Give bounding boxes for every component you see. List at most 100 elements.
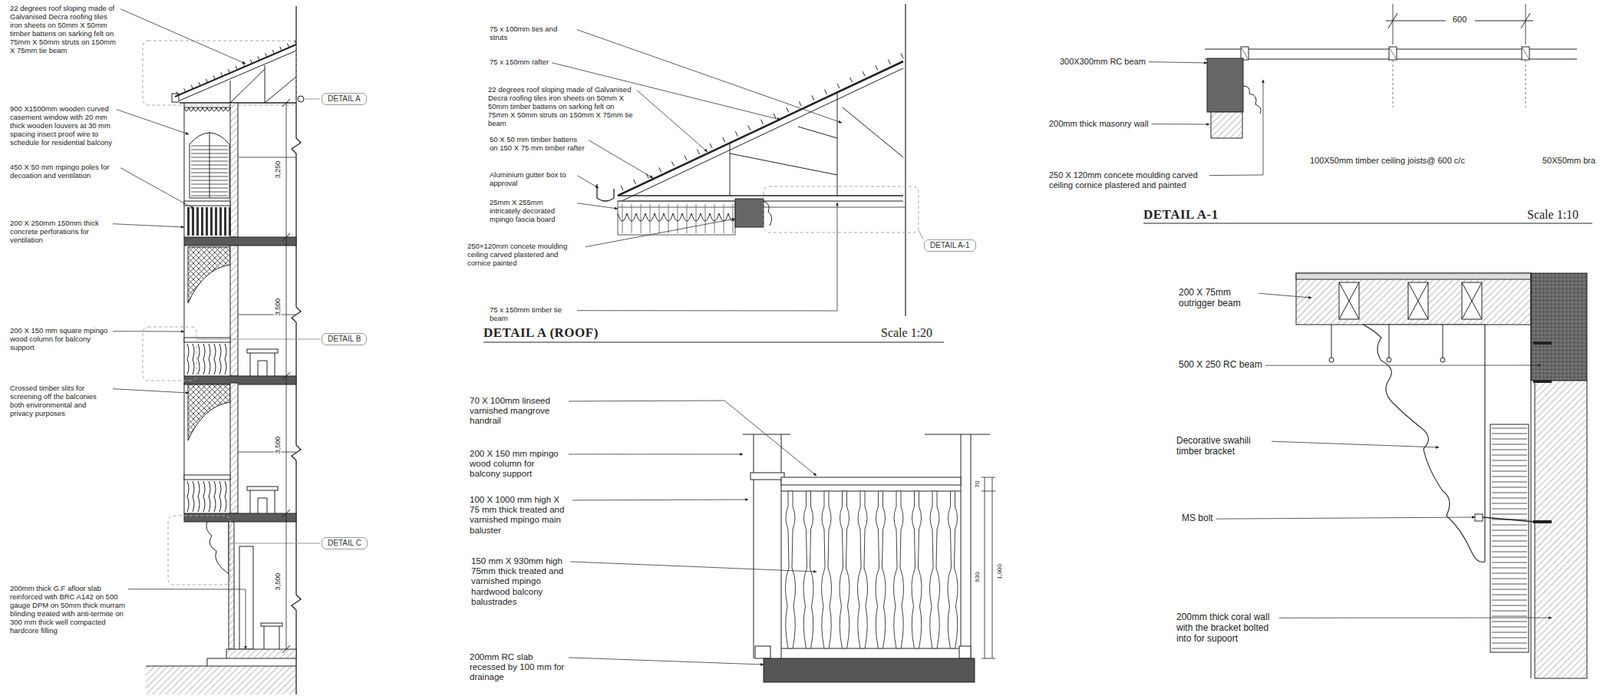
dimension: 3,250: [273, 160, 282, 180]
balustrade: [929, 491, 940, 649]
leader-line: [128, 589, 246, 650]
stair-tread: [1491, 562, 1528, 564]
table-leg: [263, 626, 265, 650]
dimension-tick: [282, 372, 291, 380]
roof-tile: [198, 82, 201, 86]
callout-note: 200 X 150 mm square mpingo wood column f…: [9, 326, 110, 353]
break-line: [291, 6, 301, 695]
baluster: [214, 343, 216, 375]
stair-tread: [1491, 487, 1528, 489]
mullion: [209, 131, 211, 198]
strut: [842, 107, 904, 158]
leader-line: [1265, 365, 1541, 367]
table: [260, 623, 283, 627]
truss: [264, 76, 297, 103]
stair-tread: [1491, 626, 1528, 628]
fascia-pole: [714, 204, 716, 234]
leader-line: [577, 175, 599, 189]
dimension: 3,500: [273, 297, 282, 317]
leader-line: [112, 224, 185, 228]
timber-cross: [1408, 282, 1429, 320]
masonry-wall: [1210, 112, 1243, 139]
stair-tread: [1491, 471, 1528, 472]
roof-tile: [191, 85, 193, 90]
wall-line: [184, 382, 185, 514]
title-underline: [1143, 223, 1593, 225]
bolt: [1533, 520, 1552, 524]
baluster: [192, 343, 195, 375]
stair-tread: [1491, 594, 1528, 596]
fascia-pole: [723, 204, 725, 234]
tag-line: [918, 230, 924, 240]
post-base: [959, 646, 971, 659]
roof-tile: [748, 125, 751, 130]
baluster: [187, 207, 190, 236]
balustrade: [857, 491, 868, 649]
baluster: [203, 343, 205, 375]
leader-line: [1279, 617, 1552, 619]
hanger-end: [1386, 357, 1392, 363]
truss: [230, 69, 265, 103]
roof-tile: [265, 52, 268, 57]
leader-line: [116, 109, 189, 135]
table-leg: [279, 626, 281, 650]
roof-tile: [735, 131, 738, 136]
timber-cross: [1461, 282, 1482, 320]
scale-note: Scale 1:10: [1527, 207, 1579, 222]
roof-tile: [272, 49, 274, 54]
detail-marker: [297, 95, 304, 103]
fascia-pole: [640, 204, 642, 234]
illustration: [142, 3, 1593, 695]
detail-zone: [142, 40, 297, 106]
joist: [1240, 46, 1249, 60]
truss: [230, 80, 231, 103]
callout-note: 300X300mm RC beam: [1059, 56, 1146, 67]
roof-tile: [887, 59, 891, 64]
baluster: [205, 207, 208, 236]
tag-text: DETAIL A: [327, 94, 361, 103]
baluster: [197, 481, 200, 512]
callout-note: 100 X 1000 mm high X 75 mm thick treated…: [469, 494, 570, 536]
bolt: [1533, 341, 1552, 345]
roof-tile: [837, 83, 840, 89]
stair-tread: [1491, 508, 1528, 510]
baluster: [214, 481, 216, 512]
handrail: [184, 337, 231, 343]
leader-line: [585, 218, 736, 248]
baluster: [208, 481, 211, 512]
roof-tile: [709, 143, 713, 149]
fascia-pole: [732, 204, 734, 234]
hanger-end: [1440, 357, 1445, 363]
post-line: [753, 434, 755, 659]
callout-note: 200 X 250mm 150mm thick concrete perfora…: [9, 219, 110, 245]
beam-cap: [1296, 273, 1531, 280]
floor-slab: [184, 376, 297, 385]
stair-tread: [1491, 605, 1528, 607]
roof-slope: [617, 61, 904, 196]
leader-line: [1216, 517, 1475, 519]
stair-tread: [1491, 433, 1528, 435]
timber-cross: [1408, 282, 1429, 320]
timber-cross: [1461, 282, 1482, 320]
detail-zone: [142, 326, 197, 381]
leader-line: [568, 657, 764, 665]
column: [230, 382, 238, 514]
roof-tile: [633, 179, 637, 185]
leader-line: [120, 9, 246, 64]
stair-tread: [1491, 637, 1528, 639]
callout-note: Aluminium gutter box to approval: [489, 171, 575, 189]
roof-tile: [862, 71, 865, 76]
post-line: [781, 434, 782, 659]
roof-tile: [773, 113, 776, 119]
roof-tile: [671, 161, 674, 166]
roof-tile: [697, 149, 700, 155]
crossed-timber-slits: [188, 384, 231, 441]
leader-line: [1151, 123, 1210, 125]
door: [239, 546, 254, 650]
floor-slab: [184, 513, 297, 522]
desk: [247, 486, 278, 491]
detail-tag: DETAIL A-1: [923, 239, 977, 252]
stair-tread: [1491, 573, 1528, 575]
ground-line: [145, 666, 297, 667]
